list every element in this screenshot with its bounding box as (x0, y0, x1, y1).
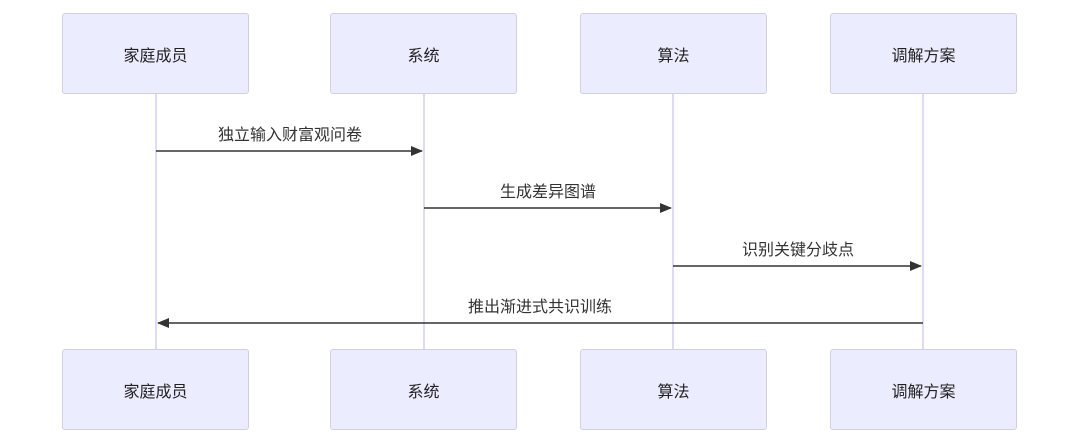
message-label-2: 生成差异图谱 (499, 182, 597, 201)
message-label-4: 推出渐进式共识训练 (467, 297, 613, 316)
actor-top-系统: 系统 (330, 13, 517, 94)
actor-top-调解方案: 调解方案 (830, 13, 1017, 94)
message-label-3: 识别关键分歧点 (741, 240, 855, 259)
message-label-1: 独立输入财富观问卷 (217, 125, 363, 144)
actor-bottom-系统: 系统 (330, 349, 517, 430)
actor-top-家庭成员: 家庭成员 (62, 13, 249, 94)
actor-bottom-算法: 算法 (580, 349, 767, 430)
actor-top-算法: 算法 (580, 13, 767, 94)
actor-bottom-调解方案: 调解方案 (830, 349, 1017, 430)
actor-bottom-家庭成员: 家庭成员 (62, 349, 249, 430)
